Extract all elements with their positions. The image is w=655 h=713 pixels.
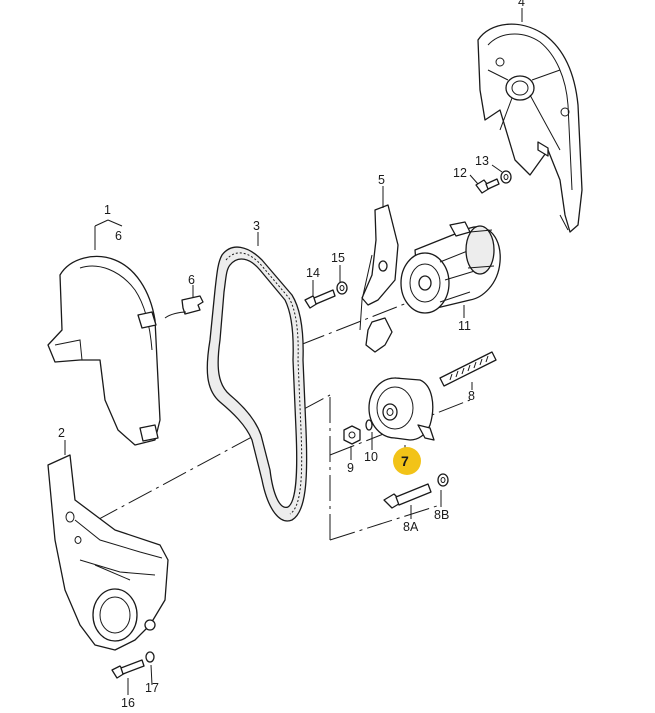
bolt-8a [383,483,432,509]
bolt-14 [304,289,336,309]
nut-9 [343,425,361,445]
callout-1: 1 [104,203,111,217]
callout-9: 9 [347,461,354,475]
bolt-16 [111,659,145,679]
callout-8a: 8A [403,520,419,534]
callout-15: 15 [331,251,345,265]
washer-10 [365,419,373,431]
callout-2: 2 [58,426,65,440]
clip-6 [164,295,204,319]
callout-14: 14 [306,266,320,280]
callout-12: 12 [453,166,467,180]
tensioning-pulley [368,377,435,441]
callout-4: 4 [518,0,525,9]
idler-bracket [359,204,399,353]
callout-3: 3 [253,219,260,233]
callout-5: 5 [378,173,385,187]
callout-7: 7 [401,453,409,469]
callout-17: 17 [145,681,159,695]
callout-6-top: 6 [115,229,122,243]
water-pump [400,221,501,314]
callout-8b: 8B [434,508,449,522]
washer-13 [500,170,512,184]
highlight-marker [393,447,421,475]
washer-17 [145,651,155,663]
callout-13: 13 [475,154,489,168]
bolt-12 [475,178,500,194]
toothed-belt [206,246,308,522]
callout-11: 11 [458,319,471,333]
rear-timing-cover [477,23,583,233]
callout-10: 10 [364,450,378,464]
upper-timing-cover [47,255,161,446]
washer-15 [336,281,348,295]
leader-lines [64,8,523,695]
lower-bolt-upper [144,619,156,631]
washer-8b [437,473,449,487]
callout-6-clip: 6 [188,273,195,287]
stud-bolt [378,260,388,272]
stud-8 [439,351,497,387]
callout-labels: 1 6 2 3 4 5 6 7 8 8A 8B 9 10 11 12 13 14… [58,0,525,710]
callout-8: 8 [468,389,475,403]
lower-timing-cover [47,454,169,651]
callout-16: 16 [121,696,135,710]
